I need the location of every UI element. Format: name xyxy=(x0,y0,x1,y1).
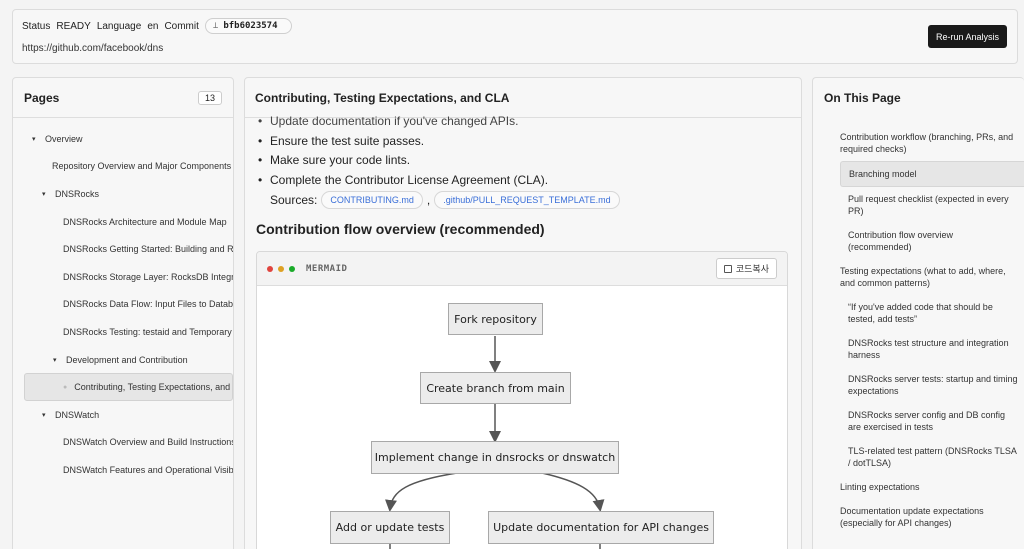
tree-item-label: DNSRocks Getting Started: Building and R… xyxy=(63,244,233,255)
toc-list: Contribution workflow (branching, PRs, a… xyxy=(813,118,1024,535)
toc-item[interactable]: Testing expectations (what to add, where… xyxy=(840,266,1006,288)
tree-item-label: DNSWatch xyxy=(55,409,100,420)
chevron-down-icon[interactable]: ▾ xyxy=(32,135,36,143)
commit-icon: ⟂ xyxy=(212,21,219,31)
language-label: Language xyxy=(96,20,142,32)
tree-item-label: DNSWatch Overview and Build Instructions xyxy=(63,437,233,448)
commit-hash: bfb6023574 xyxy=(223,21,278,31)
code-block-header: MERMAID 코드복사 xyxy=(257,252,787,286)
flow-connectors xyxy=(385,336,605,549)
flow-node-branch: Create branch from main xyxy=(420,372,571,404)
list-item: Update documentation if you've changed A… xyxy=(256,112,790,132)
pages-count-badge: 13 xyxy=(197,90,222,105)
list-item: Ensure the test suite passes. xyxy=(256,132,790,152)
pages-title: Pages xyxy=(24,90,60,105)
sources-label: Sources: xyxy=(270,193,318,207)
tree-item-overview[interactable]: ▾ Overview xyxy=(13,125,233,153)
yellow-dot-icon xyxy=(278,265,284,272)
toc-item[interactable]: “If you've added code that should be tes… xyxy=(848,302,993,324)
tree-item-contributing[interactable]: ● Contributing, Testing Expectations, an… xyxy=(24,373,233,401)
toc-item[interactable]: Contribution flow overview (recommended) xyxy=(848,230,954,252)
red-dot-icon xyxy=(267,265,273,272)
green-dot-icon xyxy=(289,265,295,272)
toc-item[interactable]: TLS-related test pattern (DNSRocks TLSA … xyxy=(848,446,1017,468)
toc-header: On This Page xyxy=(824,91,901,105)
chevron-down-icon[interactable]: ▾ xyxy=(53,356,57,364)
tree-item-dnswatch-overview[interactable]: DNSWatch Overview and Build Instructions xyxy=(13,429,233,457)
copy-code-button[interactable]: 코드복사 xyxy=(715,258,777,279)
tree-item-label: DNSRocks Testing: testaid and Temporary … xyxy=(63,326,233,337)
flow-node-tests: Add or update tests xyxy=(330,511,450,544)
commit-badge[interactable]: ⟂ bfb6023574 xyxy=(204,18,292,34)
tree-item-label: DNSRocks Data Flow: Input Files to Datab… xyxy=(63,299,233,310)
tree-item-label: DNSRocks xyxy=(55,188,100,199)
toc-item[interactable]: DNSRocks server config and DB config are… xyxy=(848,410,1006,432)
meta-row: Status READY Language en Commit ⟂ bfb602… xyxy=(22,18,298,34)
sources-line: Sources: CONTRIBUTING.md , .github/PULL_… xyxy=(256,191,790,209)
copy-icon xyxy=(723,264,732,273)
chevron-down-icon[interactable]: ▾ xyxy=(42,411,46,419)
tree-item-dnsrocks-testing[interactable]: DNSRocks Testing: testaid and Temporary … xyxy=(13,318,233,346)
tree-item-dnsrocks[interactable]: ▾ DNSRocks xyxy=(13,180,233,208)
commit-label: Commit xyxy=(164,20,199,32)
repo-status-bar: Status READY Language en Commit ⟂ bfb602… xyxy=(12,9,1018,64)
article-body: Update documentation if you've changed A… xyxy=(245,112,801,237)
toc-item[interactable]: Contribution workflow (branching, PRs, a… xyxy=(840,132,1014,154)
copy-label: 코드복사 xyxy=(735,264,769,274)
tree-item-dnsrocks-data-flow[interactable]: DNSRocks Data Flow: Input Files to Datab… xyxy=(13,291,233,319)
tree-item-label: Repository Overview and Major Components xyxy=(52,161,232,172)
list-item: Make sure your code lints. xyxy=(256,151,790,171)
tree-item-dnsrocks-getting-started[interactable]: DNSRocks Getting Started: Building and R… xyxy=(13,235,233,263)
tree-item-dnsrocks-storage[interactable]: DNSRocks Storage Layer: RocksDB Integrat… xyxy=(13,263,233,291)
toc-item[interactable]: Linting expectations xyxy=(840,482,920,492)
list-item: Complete the Contributor License Agreeme… xyxy=(256,171,790,191)
toc-item[interactable]: DNSRocks server tests: startup and timin… xyxy=(848,374,1018,396)
tree-item-development[interactable]: ▾ Development and Contribution xyxy=(13,346,233,374)
pages-header: Pages 13 xyxy=(13,78,233,118)
bullet-dot-icon: ● xyxy=(63,383,68,391)
tree-item-label: DNSWatch Features and Operational Visibi… xyxy=(63,464,233,475)
flow-node-fork: Fork repository xyxy=(448,303,543,335)
tree-item-label: Development and Contribution xyxy=(66,354,188,365)
pages-tree: ▾ Overview Repository Overview and Major… xyxy=(13,118,233,484)
source-link-contributing[interactable]: CONTRIBUTING.md xyxy=(321,191,423,209)
code-language-label: MERMAID xyxy=(306,263,348,274)
flow-node-docs: Update documentation for API changes xyxy=(488,511,714,544)
section-heading: Contribution flow overview (recommended) xyxy=(256,221,545,237)
status-label: Status xyxy=(22,20,51,32)
chevron-down-icon[interactable]: ▾ xyxy=(42,190,46,198)
toc-item[interactable]: Documentation update expectations (espec… xyxy=(840,506,984,528)
tree-item-dnsrocks-architecture[interactable]: DNSRocks Architecture and Module Map xyxy=(13,208,233,236)
toc-panel: On This Page Contribution workflow (bran… xyxy=(812,77,1024,549)
tree-item-dnswatch-features[interactable]: DNSWatch Features and Operational Visibi… xyxy=(13,456,233,484)
content-panel: Contributing, Testing Expectations, and … xyxy=(244,77,802,549)
pages-panel: Pages 13 ▾ Overview Repository Overview … xyxy=(12,77,234,549)
checklist: Update documentation if you've changed A… xyxy=(256,112,790,190)
source-link-pr-template[interactable]: .github/PULL_REQUEST_TEMPLATE.md xyxy=(434,191,620,209)
tree-item-repo-overview[interactable]: Repository Overview and Major Components xyxy=(13,153,233,181)
tree-item-label: Contributing, Testing Expectations, and … xyxy=(74,382,233,393)
arrow-connector xyxy=(385,472,458,512)
status-value: READY xyxy=(56,20,91,32)
tree-item-label: Overview xyxy=(45,133,83,144)
arrow-connector xyxy=(541,472,605,512)
flow-node-implement: Implement change in dnsrocks or dnswatch xyxy=(371,441,619,474)
toc-item-active[interactable]: Branching model xyxy=(840,161,1024,187)
repo-url[interactable]: https://github.com/facebook/dns xyxy=(22,43,164,54)
toc-item[interactable]: Pull request checklist (expected in ever… xyxy=(848,194,1009,216)
tree-item-dnswatch[interactable]: ▾ DNSWatch xyxy=(13,401,233,429)
sources-separator: , xyxy=(426,193,431,207)
toc-item[interactable]: DNSRocks test structure and integration … xyxy=(848,338,1009,360)
tree-item-label: DNSRocks Storage Layer: RocksDB Integrat… xyxy=(63,271,233,282)
language-value: en xyxy=(147,20,159,32)
rerun-analysis-button[interactable]: Re-run Analysis xyxy=(927,25,1007,48)
tree-item-label: DNSRocks Architecture and Module Map xyxy=(63,216,227,227)
mermaid-code-block: MERMAID 코드복사 Fork repository Create bran… xyxy=(256,251,788,549)
